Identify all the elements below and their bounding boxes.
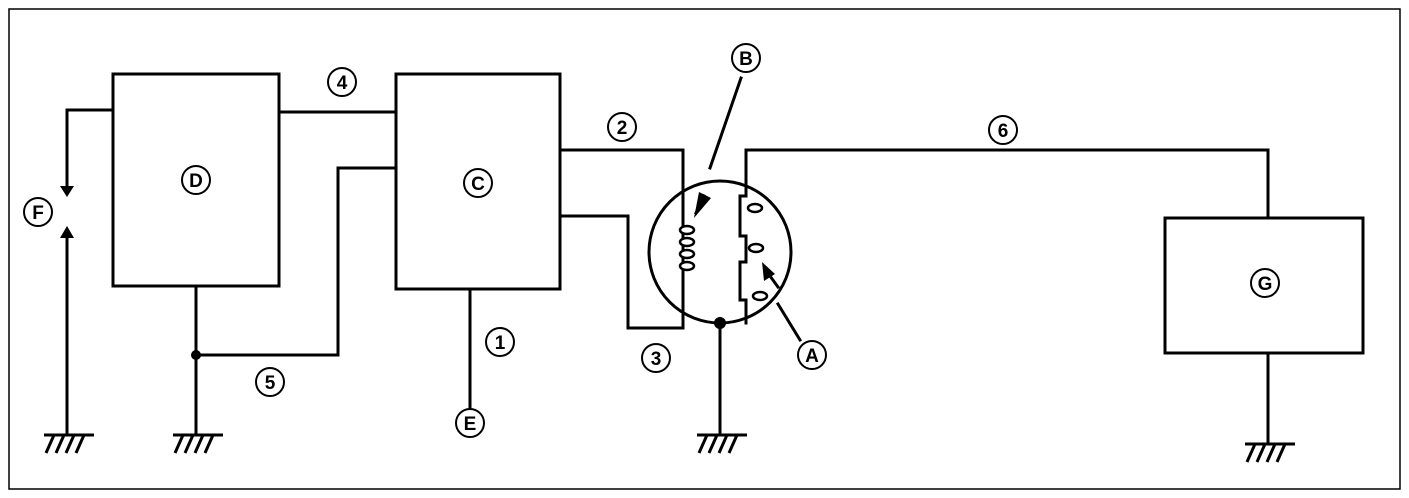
wire-3 bbox=[558, 214, 685, 330]
svg-text:4: 4 bbox=[337, 73, 348, 94]
label-1: 1 bbox=[485, 327, 515, 357]
pointer-a bbox=[775, 301, 803, 343]
wire-6 bbox=[744, 148, 1270, 220]
svg-text:2: 2 bbox=[617, 118, 628, 139]
label-2: 2 bbox=[607, 112, 637, 142]
ground-symbol-g bbox=[1245, 442, 1295, 463]
svg-text:B: B bbox=[739, 49, 753, 70]
wire-2 bbox=[558, 148, 685, 220]
label-3: 3 bbox=[641, 343, 671, 373]
svg-text:D: D bbox=[189, 171, 203, 192]
secondary-arrow-shaft bbox=[767, 273, 781, 290]
label-5: 5 bbox=[255, 367, 285, 397]
junction-dot-coil bbox=[714, 317, 726, 329]
svg-text:1: 1 bbox=[495, 333, 506, 354]
svg-text:A: A bbox=[805, 346, 819, 367]
label-d: D bbox=[181, 165, 211, 195]
pointer-b-shaft bbox=[694, 194, 706, 215]
label-c: C bbox=[463, 168, 493, 198]
label-a: A bbox=[797, 340, 827, 370]
svg-text:E: E bbox=[464, 414, 477, 435]
ground-symbol-d bbox=[173, 433, 223, 454]
ground-symbol-f bbox=[44, 433, 94, 454]
wire-5 bbox=[194, 166, 398, 357]
label-6: 6 bbox=[988, 115, 1018, 145]
primary-winding bbox=[678, 216, 696, 272]
pointer-b bbox=[708, 76, 743, 170]
label-g: G bbox=[1250, 268, 1280, 298]
svg-text:3: 3 bbox=[651, 349, 662, 370]
ground-symbol-coil bbox=[697, 433, 747, 454]
svg-text:F: F bbox=[32, 203, 44, 224]
junction-dot-d bbox=[191, 350, 201, 360]
svg-text:6: 6 bbox=[998, 121, 1009, 142]
label-e: E bbox=[455, 408, 485, 438]
label-f: F bbox=[23, 197, 53, 227]
label-b: B bbox=[731, 43, 761, 73]
label-4: 4 bbox=[327, 67, 357, 97]
secondary-arrow bbox=[762, 262, 775, 281]
svg-text:5: 5 bbox=[265, 373, 276, 394]
svg-text:G: G bbox=[1258, 274, 1273, 295]
secondary-winding bbox=[738, 151, 769, 325]
svg-text:C: C bbox=[471, 174, 485, 195]
wire-d-to-f bbox=[65, 108, 115, 192]
spark-gap-lower-arrow bbox=[60, 226, 74, 238]
spark-gap-upper-arrow bbox=[60, 186, 74, 197]
